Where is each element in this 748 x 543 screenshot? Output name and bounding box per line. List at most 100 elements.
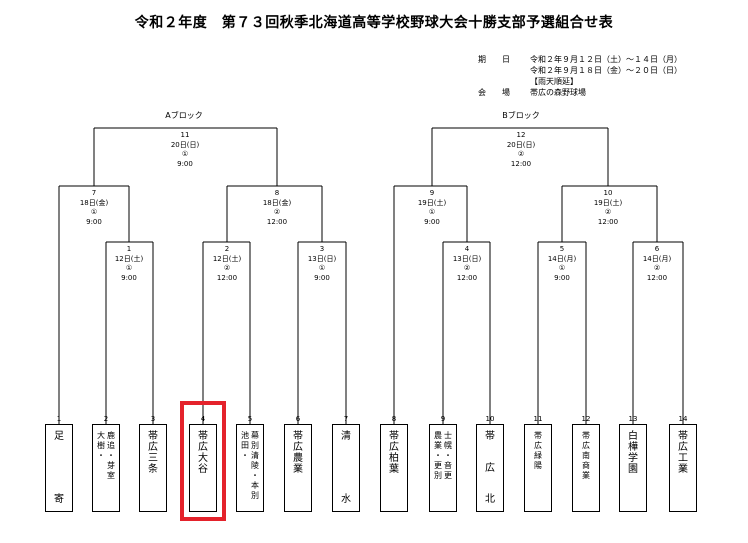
match-field: ② (463, 264, 471, 272)
match-field: ① (181, 150, 189, 158)
rain-note: 【雨天順延】 (530, 77, 578, 86)
slot-number: 3 (150, 415, 156, 423)
venue-label: 会 場 (478, 88, 510, 97)
team-box: 帯広南商業 (572, 424, 600, 512)
slot-number: 2 (103, 415, 109, 423)
match-date: 13日(日) (452, 254, 482, 263)
match-date: 19日(土) (593, 198, 623, 207)
match-date: 18日(金) (79, 198, 109, 207)
match-field: ② (653, 264, 661, 272)
team-box: 帯広工業 (669, 424, 697, 512)
match-date: 12日(土) (114, 254, 144, 263)
page-title: 令和２年度 第７３回秋季北海道高等学校野球大会十勝支部予選組合せ表 (134, 15, 614, 31)
team-box: 士幌・音更農業・更別 (429, 424, 457, 512)
highlight-box (180, 401, 226, 521)
slot-number: 1 (56, 415, 62, 423)
team-name: 大樹・ (97, 431, 105, 460)
slot-number: 10 (485, 415, 495, 423)
match-field: ① (125, 264, 133, 272)
match-field: ② (604, 208, 612, 216)
match-time: 12:00 (510, 159, 532, 168)
match-date: 20日(日) (170, 140, 200, 149)
match-time: 9:00 (177, 159, 193, 168)
team-name: 帯広緑陽 (534, 431, 542, 470)
match-field: ① (90, 208, 98, 216)
team-name: 帯広三条 (148, 431, 158, 475)
match-time: 12:00 (266, 217, 288, 226)
match-id: 8 (274, 189, 280, 197)
slot-number: 14 (678, 415, 688, 423)
venue-row: 会 場 帯広の森野球場 (478, 87, 682, 98)
slot-number: 6 (295, 415, 301, 423)
match-field: ① (318, 264, 326, 272)
match-time: 9:00 (121, 273, 137, 282)
slot-number: 7 (343, 415, 349, 423)
team-name: 農業・更別 (434, 431, 442, 480)
team-box: 帯広柏葉 (380, 424, 408, 512)
slot-number: 13 (628, 415, 638, 423)
match-time: 9:00 (424, 217, 440, 226)
team-box: 白樺学園 (619, 424, 647, 512)
match-time: 12:00 (646, 273, 668, 282)
period-1: 令和２年９月１２日（土）～１４日（月） (530, 55, 682, 64)
match-time: 12:00 (597, 217, 619, 226)
match-date: 19日(土) (417, 198, 447, 207)
team-name: 幕別清陵・本別 (251, 431, 259, 500)
match-time: 12:00 (216, 273, 238, 282)
team-name: 帯広北 (485, 431, 495, 505)
slot-number: 9 (440, 415, 446, 423)
match-id: 9 (429, 189, 435, 197)
match-date: 12日(土) (212, 254, 242, 263)
match-time: 9:00 (86, 217, 102, 226)
match-date: 18日(金) (262, 198, 292, 207)
rain-row: 【雨天順延】 (478, 76, 682, 87)
match-id: 3 (319, 245, 325, 253)
slot-number: 11 (533, 415, 543, 423)
period-row-1: 期 日 令和２年９月１２日（土）～１４日（月） (478, 54, 682, 65)
slot-number: 12 (581, 415, 591, 423)
team-box: 帯広農業 (284, 424, 312, 512)
venue: 帯広の森野球場 (530, 88, 586, 97)
team-name: 池田・ (241, 431, 249, 460)
period-2: 令和２年９月１８日（金）～２０日（日） (530, 66, 682, 75)
slot-number: 8 (391, 415, 397, 423)
team-name: 帯広柏葉 (389, 431, 399, 475)
match-id: 11 (180, 131, 190, 139)
match-date: 14日(月) (547, 254, 577, 263)
team-box: 帯広大谷 (189, 424, 217, 512)
match-id: 6 (654, 245, 660, 253)
block-b-label: Bブロック (502, 111, 540, 120)
period-label: 期 日 (478, 55, 510, 64)
match-date: 13日(日) (307, 254, 337, 263)
match-id: 4 (464, 245, 470, 253)
match-field: ① (558, 264, 566, 272)
match-time: 9:00 (554, 273, 570, 282)
team-box: 鹿追・芽室大樹・ (92, 424, 120, 512)
block-a-label: Aブロック (165, 111, 203, 120)
match-field: ② (223, 264, 231, 272)
match-id: 10 (603, 189, 613, 197)
team-box: 帯広三条 (139, 424, 167, 512)
team-name: 清水 (341, 431, 351, 505)
team-box: 帯広北 (476, 424, 504, 512)
match-time: 12:00 (456, 273, 478, 282)
match-field: ② (273, 208, 281, 216)
match-field: ① (428, 208, 436, 216)
match-id: 7 (91, 189, 97, 197)
team-name: 帯広工業 (678, 431, 688, 475)
period-row-2: 令和２年９月１８日（金）～２０日（日） (478, 65, 682, 76)
team-name: 帯広大谷 (198, 431, 208, 475)
slot-number: 4 (200, 415, 206, 423)
team-name: 帯広農業 (293, 431, 303, 475)
team-name: 帯広南商業 (582, 431, 590, 480)
team-name: 士幌・音更 (444, 431, 452, 480)
